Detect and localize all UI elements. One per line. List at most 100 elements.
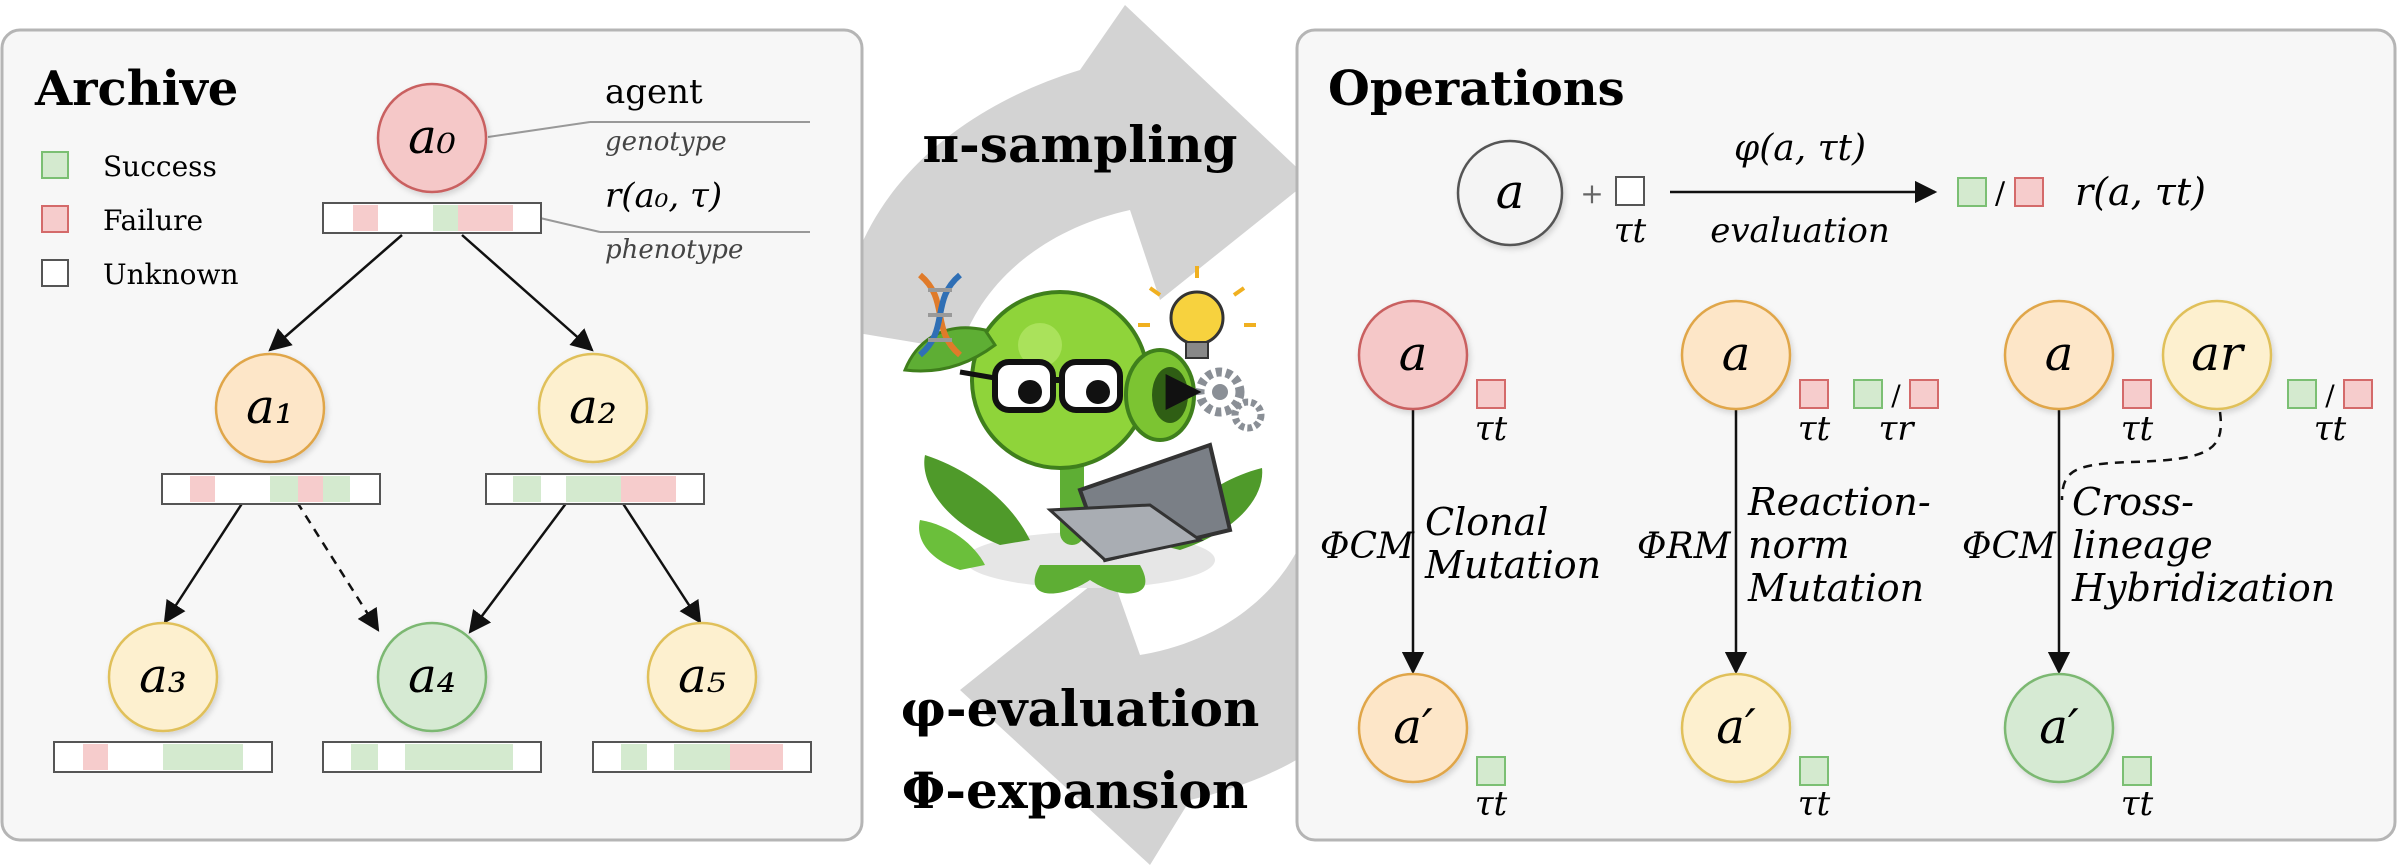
op2-name-line3: Mutation bbox=[1747, 566, 1924, 610]
reward-annotation: r(a₀, τ) bbox=[605, 176, 722, 216]
genotype-annotation: genotype bbox=[605, 127, 727, 157]
op3-name-line3: Hybridization bbox=[2071, 566, 2335, 610]
legend-failure-swatch bbox=[41, 205, 69, 233]
op3-parent2-node bbox=[2161, 299, 2273, 411]
eval-task-square bbox=[1615, 176, 1645, 206]
op1-name-line2: Mutation bbox=[1424, 543, 1601, 587]
operation-cross-lineage-hybridization: a τt ar / τt ΦCM Cross- lineage Hybridiz… bbox=[1962, 299, 2373, 824]
op2-parent-node bbox=[1680, 299, 1792, 411]
phenotype-pointer-line bbox=[539, 217, 601, 233]
op1-phi-label: ΦCM bbox=[1320, 526, 1415, 567]
op3-task-failure-square bbox=[2122, 379, 2152, 409]
node-a1 bbox=[214, 352, 326, 464]
node-a2 bbox=[537, 352, 649, 464]
op3-task-label: τt bbox=[2121, 409, 2154, 449]
op1-child-label: a′ bbox=[1393, 699, 1433, 755]
op3-name-line1: Cross- bbox=[2072, 480, 2194, 524]
op3-parent2-label: ar bbox=[2191, 326, 2246, 382]
op2-child-success-square bbox=[1799, 756, 1829, 786]
op2-tau2-failure-square bbox=[1909, 379, 1939, 409]
evaluation-row: a + τt φ(a, τt) evaluation / r(a, τt) bbox=[1456, 128, 2206, 251]
pi-sampling-label: π-sampling bbox=[922, 115, 1237, 174]
archive-nodes: a₀ a₁ a₂ a₃ a₄ a₅ bbox=[107, 82, 758, 733]
op1-parent-label: a bbox=[1399, 326, 1428, 382]
node-a0 bbox=[376, 82, 488, 194]
op3-child-node bbox=[2003, 672, 2115, 784]
op3-tau2-success-square bbox=[2287, 379, 2317, 409]
op3-name-line2: lineage bbox=[2072, 523, 2213, 567]
op2-tau2-success-square bbox=[1853, 379, 1883, 409]
op1-task-failure-square bbox=[1476, 379, 1506, 409]
op3-slash: / bbox=[2325, 379, 2335, 412]
legend-success-label: Success bbox=[103, 150, 217, 183]
agent-annotation: agent bbox=[605, 72, 703, 112]
eval-label: evaluation bbox=[1710, 211, 1890, 251]
op3-child-label: a′ bbox=[2039, 699, 2079, 755]
node-a1-label: a₁ bbox=[246, 379, 294, 435]
op2-task-label: τt bbox=[1798, 409, 1831, 449]
op2-phi-label: ΦRM bbox=[1637, 526, 1732, 567]
op3-child-success-square bbox=[2122, 756, 2152, 786]
legend-unknown-label: Unknown bbox=[103, 258, 239, 291]
op2-child-task-label: τt bbox=[1798, 784, 1831, 824]
node-a4-label: a₄ bbox=[408, 648, 456, 704]
op1-child-node bbox=[1357, 672, 1469, 784]
eval-task-label: τt bbox=[1614, 211, 1647, 251]
phenotype-annotation: phenotype bbox=[605, 235, 743, 265]
eval-reward-label: r(a, τt) bbox=[2075, 170, 2206, 214]
op3-parent-label: a bbox=[2045, 326, 2074, 382]
operations-panel bbox=[1295, 28, 2397, 842]
archive-title: Archive bbox=[34, 61, 238, 117]
op1-child-success-square bbox=[1476, 756, 1506, 786]
node-a5 bbox=[646, 621, 758, 733]
op2-tau2-label: τr bbox=[1878, 409, 1915, 449]
op2-parent-label: a bbox=[1722, 326, 1751, 382]
legend-failure-label: Failure bbox=[103, 204, 203, 237]
op1-parent-node bbox=[1357, 299, 1469, 411]
peashooter-mascot-illustration bbox=[902, 266, 1265, 594]
eval-function-label: φ(a, τt) bbox=[1734, 128, 1866, 169]
op2-name-line2: norm bbox=[1748, 523, 1850, 567]
phenotype-bar-a0 bbox=[322, 202, 542, 234]
phenotype-bar-a2 bbox=[485, 473, 705, 505]
node-a3-label: a₃ bbox=[139, 648, 187, 704]
op2-task-failure-square bbox=[1799, 379, 1829, 409]
legend-success-swatch bbox=[41, 151, 69, 179]
phenotype-bars bbox=[53, 202, 812, 773]
phi-expansion-label: Φ-expansion bbox=[902, 761, 1248, 820]
eval-slash: / bbox=[1995, 176, 2006, 211]
node-a2-label: a₂ bbox=[569, 379, 617, 435]
op2-child-label: a′ bbox=[1716, 699, 1756, 755]
phi-evaluation-label: φ-evaluation bbox=[901, 679, 1260, 738]
phenotype-bar-a1 bbox=[161, 473, 381, 505]
op1-task-label: τt bbox=[1475, 409, 1508, 449]
phenotype-bar-a5 bbox=[592, 741, 812, 773]
node-a0-label: a₀ bbox=[408, 109, 456, 165]
op3-parent-node bbox=[2003, 299, 2115, 411]
op2-slash: / bbox=[1891, 379, 1901, 412]
legend: Success Failure Unknown bbox=[41, 150, 239, 291]
op1-name-line1: Clonal bbox=[1425, 500, 1548, 544]
operations-title: Operations bbox=[1328, 61, 1625, 117]
node-a4 bbox=[376, 621, 488, 733]
eval-agent-node bbox=[1456, 139, 1564, 247]
operation-clonal-mutation: a τt ΦCM Clonal Mutation a′ τt bbox=[1320, 299, 1601, 824]
legend-unknown-swatch bbox=[41, 259, 69, 287]
operation-reaction-norm-mutation: a τt / τr ΦRM Reaction- norm Mutation a′… bbox=[1637, 299, 1939, 824]
eval-failure-square bbox=[2014, 177, 2044, 207]
tree-edges bbox=[163, 234, 702, 634]
op3-phi-label: ΦCM bbox=[1962, 526, 2057, 567]
eval-agent-label: a bbox=[1496, 164, 1525, 220]
op3-child-task-label: τt bbox=[2121, 784, 2154, 824]
eval-success-square bbox=[1957, 177, 1987, 207]
op1-child-task-label: τt bbox=[1475, 784, 1508, 824]
node-a3 bbox=[107, 621, 219, 733]
phenotype-bar-a3 bbox=[53, 741, 273, 773]
op2-child-node bbox=[1680, 672, 1792, 784]
op2-name-line1: Reaction- bbox=[1747, 480, 1931, 524]
agent-pointer-line bbox=[487, 121, 591, 138]
eval-plus: + bbox=[1580, 177, 1603, 210]
op3-tau2-label: τt bbox=[2314, 409, 2347, 449]
phenotype-bar-a4 bbox=[322, 741, 542, 773]
